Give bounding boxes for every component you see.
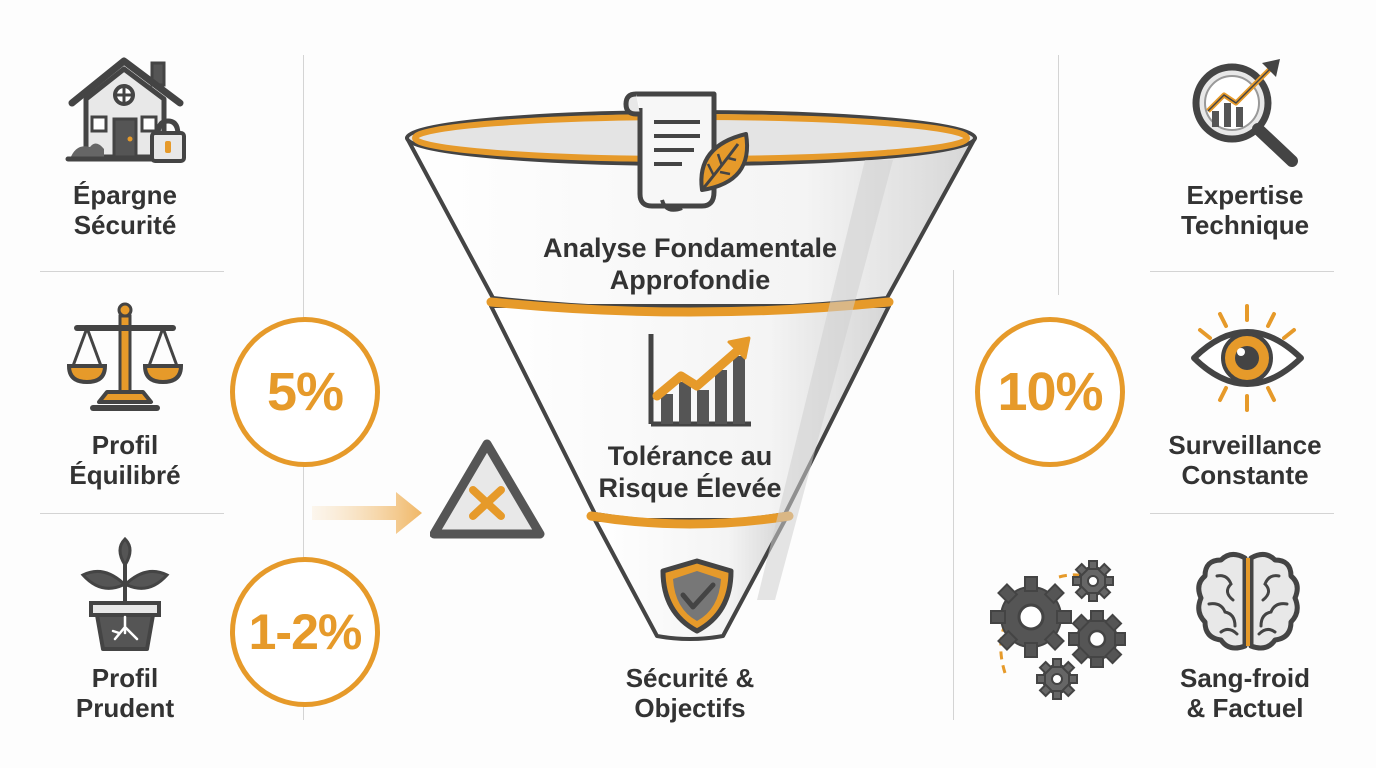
right-divider-2 <box>1150 513 1334 514</box>
badge-10pct: 10% <box>975 317 1125 467</box>
right-divider-1 <box>1150 271 1334 272</box>
balance-scale-icon <box>66 302 184 411</box>
badge-5pct: 5% <box>230 317 380 467</box>
arrow-right-icon <box>312 492 422 534</box>
right-label-sangfroid: Sang-froid& Factuel <box>1180 663 1310 723</box>
gears-icon <box>990 560 1126 700</box>
badge-1-2pct: 1-2% <box>230 557 380 707</box>
funnel <box>405 110 977 641</box>
rising-bar-chart-icon <box>648 334 751 427</box>
brain-icon <box>1196 552 1300 651</box>
left-divider-2 <box>40 513 224 514</box>
right-vertical-divider-2 <box>953 270 954 720</box>
magnifier-trend-icon <box>1192 59 1298 167</box>
eye-icon <box>1191 304 1304 412</box>
potted-plant-icon <box>80 536 170 651</box>
document-leaf-icon <box>623 91 749 212</box>
house-lock-icon <box>65 57 186 163</box>
shield-icon <box>660 558 734 634</box>
funnel-stage-3-label: Sécurité &Objectifs <box>625 663 755 723</box>
left-divider-1 <box>40 271 224 272</box>
right-vertical-divider <box>1058 55 1059 295</box>
warning-triangle-x-icon <box>430 439 545 539</box>
